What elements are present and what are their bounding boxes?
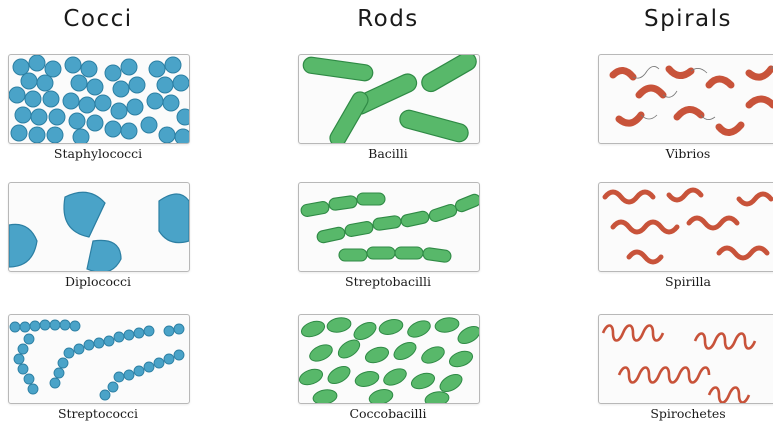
panel-coccobacilli <box>298 314 480 404</box>
spirochetes-illustration <box>599 315 773 403</box>
streptobacilli-illustration <box>299 183 479 271</box>
caption-streptococci: Streptococci <box>8 406 188 421</box>
diplococci-illustration <box>9 183 189 271</box>
caption-spirilla: Spirilla <box>598 274 773 289</box>
staphylococci-illustration <box>9 55 189 143</box>
caption-bacilli: Bacilli <box>298 146 478 161</box>
column-title-rods: Rods <box>298 6 478 32</box>
streptococci-illustration <box>9 315 189 403</box>
column-title-cocci: Cocci <box>8 6 188 32</box>
coccobacilli-illustration <box>299 315 479 403</box>
panel-bacilli <box>298 54 480 144</box>
column-title-spirals: Spirals <box>598 6 773 32</box>
caption-spirochetes: Spirochetes <box>598 406 773 421</box>
panel-diplococci <box>8 182 190 272</box>
panel-streptobacilli <box>298 182 480 272</box>
caption-vibrios: Vibrios <box>598 146 773 161</box>
panel-vibrios <box>598 54 773 144</box>
caption-coccobacilli: Coccobacilli <box>298 406 478 421</box>
caption-diplococci: Diplococci <box>8 274 188 289</box>
caption-staphylococci: Staphylococci <box>8 146 188 161</box>
spirilla-illustration <box>599 183 773 271</box>
panel-spirochetes <box>598 314 773 404</box>
caption-streptobacilli: Streptobacilli <box>298 274 478 289</box>
bacilli-illustration <box>299 55 479 143</box>
panel-streptococci <box>8 314 190 404</box>
vibrios-illustration <box>599 55 773 143</box>
panel-staphylococci <box>8 54 190 144</box>
panel-spirilla <box>598 182 773 272</box>
